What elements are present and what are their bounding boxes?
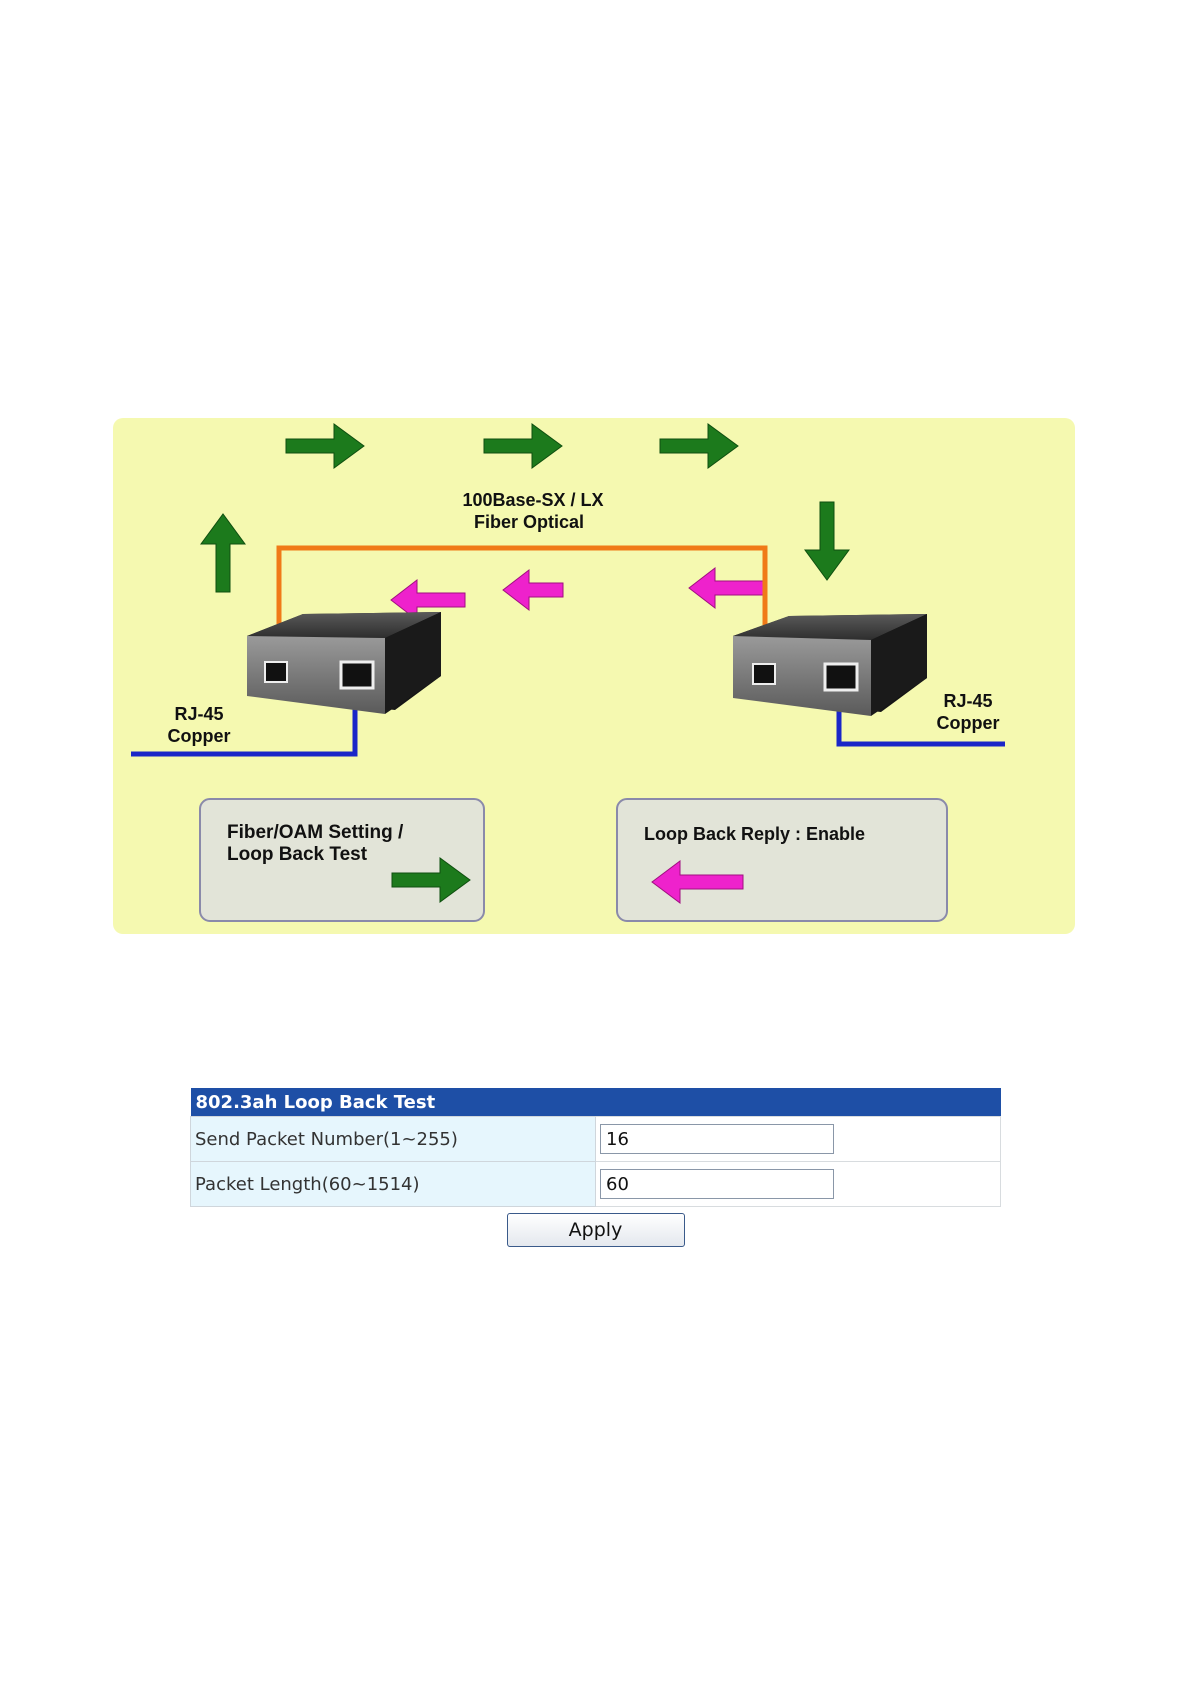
table-row: Packet Length(60~1514) [191,1162,1001,1207]
loop-back-test-box: Fiber/OAM Setting / Loop Back Test [200,799,484,921]
loop-back-test-table: 802.3ah Loop Back Test Send Packet Numbe… [190,1088,1001,1207]
send-packet-number-label: Send Packet Number(1~255) [191,1117,596,1162]
table-row: Send Packet Number(1~255) [191,1117,1001,1162]
form-title: 802.3ah Loop Back Test [191,1088,1001,1117]
loop-back-test-form: 802.3ah Loop Back Test Send Packet Numbe… [190,1088,1001,1247]
packet-length-input[interactable] [600,1169,834,1199]
packet-length-label: Packet Length(60~1514) [191,1162,596,1207]
apply-button[interactable]: Apply [507,1213,685,1247]
loop-back-reply-box: Loop Back Reply : Enable [617,799,947,921]
fiber-label-line1: 100Base-SX / LX [462,490,603,510]
right-box-text: Loop Back Reply : Enable [644,824,865,844]
left-box-line2: Loop Back Test [227,844,368,865]
fiber-label-line2: Fiber Optical [474,512,584,532]
loopback-diagram: 100Base-SX / LX Fiber Optical RJ-45 Copp… [113,418,1075,934]
right-copper-label-line1: RJ-45 [943,691,992,711]
send-packet-number-input[interactable] [600,1124,834,1154]
left-copper-label-line1: RJ-45 [174,704,223,724]
left-box-line1: Fiber/OAM Setting / [227,822,404,843]
right-copper-label-line2: Copper [937,713,1000,733]
left-copper-label-line2: Copper [168,726,231,746]
